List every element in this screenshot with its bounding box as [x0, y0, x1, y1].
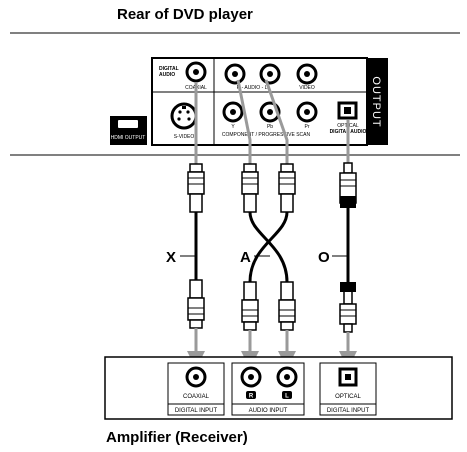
pb-label: Pb	[267, 124, 273, 130]
upper-guide-lines	[194, 79, 350, 164]
output-label: OUTPUT	[370, 76, 382, 127]
rear-panel-title: Rear of DVD player	[117, 6, 253, 23]
amplifier-title: Amplifier (Receiver)	[106, 429, 248, 446]
amplifier-panel: COAXIAL DIGITAL INPUT R L AUDIO INPUT	[104, 356, 453, 420]
amp-coaxial-input: COAXIAL DIGITAL INPUT	[167, 362, 225, 416]
amp-r-label: R	[249, 394, 254, 400]
cable-x-label: X	[166, 249, 176, 266]
amp-coaxial-label: COAXIAL	[183, 394, 210, 400]
amp-optical-input: OPTICAL DIGITAL INPUT	[319, 362, 377, 416]
video-label: VIDEO	[299, 85, 315, 91]
amp-audio-input: R L AUDIO INPUT	[231, 362, 305, 416]
amp-digital-input-label-1: DIGITAL INPUT	[175, 408, 218, 414]
dvd-audio-video-jacks: R - AUDIO - L VIDEO	[224, 63, 318, 91]
audio-lr-label: R - AUDIO - L	[237, 85, 268, 91]
component-jacks: Y Pb Pr COMPONENT / PROGRESSIVE SCAN	[222, 101, 318, 138]
svideo-label: S-VIDEO	[174, 134, 195, 140]
cable-a: A	[240, 163, 296, 331]
component-label: COMPONENT / PROGRESSIVE SCAN	[222, 132, 311, 138]
lower-guide-arrows	[187, 328, 357, 369]
cable-x: X	[166, 163, 205, 329]
amp-l-label: L	[285, 394, 289, 400]
y-label: Y	[231, 124, 235, 130]
svideo-port: S-VIDEO	[170, 102, 198, 140]
cable-o: O	[318, 162, 357, 333]
digital-audio-label: DIGITAL AUDIO	[159, 66, 180, 78]
amp-digital-input-label-2: DIGITAL INPUT	[327, 408, 370, 414]
hdmi-output-port: HDMI OUTPUT	[110, 116, 147, 145]
cable-o-label: O	[318, 249, 330, 266]
amp-optical-label: OPTICAL	[335, 394, 361, 400]
cable-a-label: A	[240, 249, 251, 266]
hdmi-output-label: HDMI OUTPUT	[111, 135, 146, 141]
pr-label: Pr	[305, 124, 310, 130]
amp-audio-input-label: AUDIO INPUT	[249, 408, 288, 414]
